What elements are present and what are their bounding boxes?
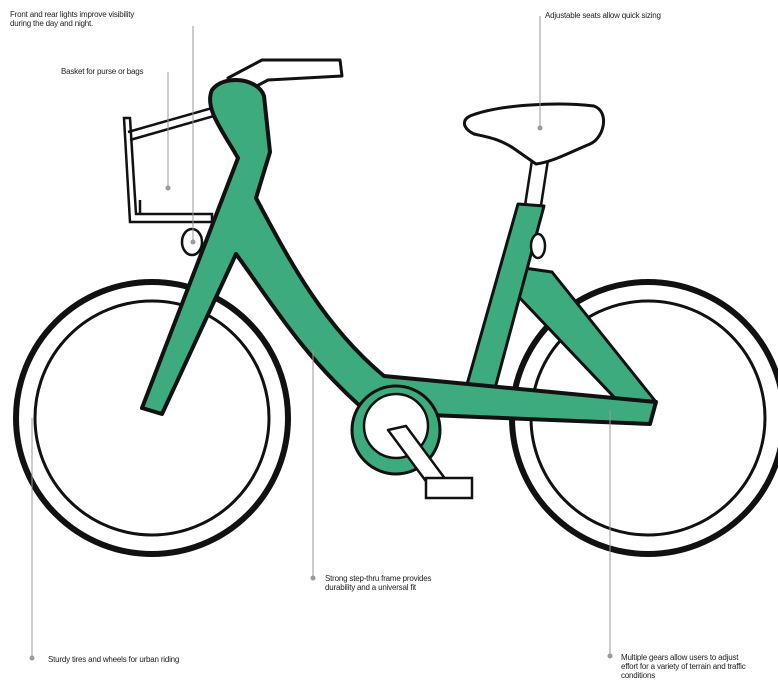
callout-basket-line1: Basket for purse or bags: [61, 67, 143, 76]
callout-seats-line1: Adjustable seats allow quick sizing: [545, 11, 661, 20]
callout-lights: Front and rear lights improve visibility…: [10, 10, 134, 28]
rear-light: [531, 234, 545, 258]
callout-gears-line1: Multiple gears allow users to adjust: [621, 653, 746, 662]
callout-lights-line2: during the day and night.: [10, 19, 134, 28]
callout-tires: Sturdy tires and wheels for urban riding: [48, 655, 179, 664]
callout-lights-line1: Front and rear lights improve visibility: [10, 10, 134, 19]
callout-frame-line2: durability and a universal fit: [325, 583, 431, 592]
basket: [124, 108, 214, 222]
callout-basket: Basket for purse or bags: [61, 67, 143, 76]
callout-seats: Adjustable seats allow quick sizing: [545, 11, 661, 20]
pedal: [426, 478, 472, 498]
saddle: [464, 104, 603, 164]
callout-gears: Multiple gears allow users to adjust eff…: [621, 653, 746, 680]
rear-wheel: [16, 282, 288, 554]
callout-frame-line1: Strong step-thru frame provides: [325, 574, 431, 583]
callout-tires-line1: Sturdy tires and wheels for urban riding: [48, 655, 179, 664]
callout-gears-line3: conditions: [621, 671, 746, 680]
callout-gears-line2: effort for a variety of terrain and traf…: [621, 662, 746, 671]
callout-frame: Strong step-thru frame provides durabili…: [325, 574, 431, 592]
